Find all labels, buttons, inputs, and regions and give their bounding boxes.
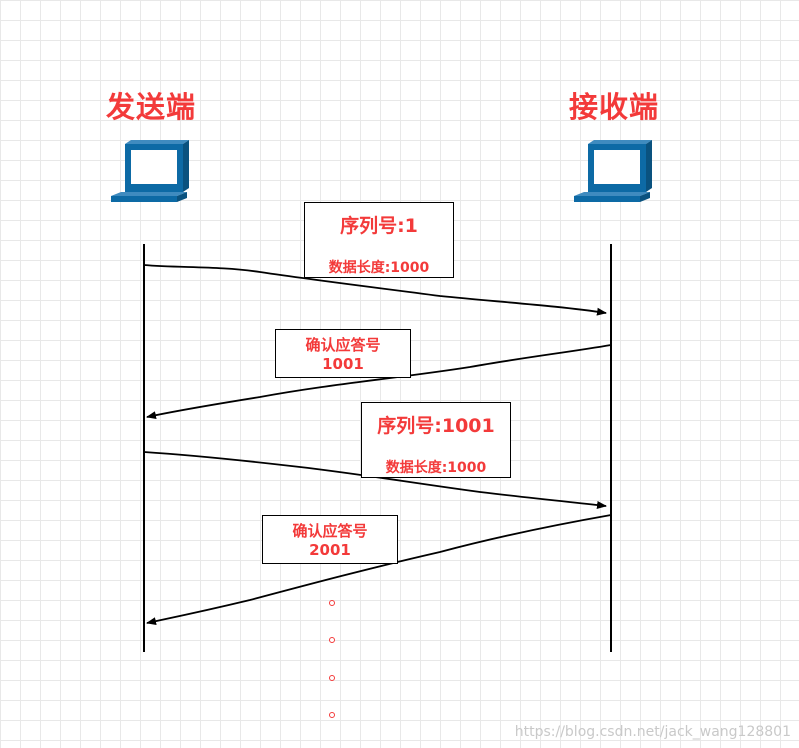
ack-label: 确认应答号	[292, 522, 368, 540]
continuation-dot	[329, 600, 335, 606]
sender-label: 发送端	[106, 90, 197, 124]
segment-data-length: 数据长度:1000	[385, 460, 487, 476]
segment-data-length: 数据长度:1000	[328, 260, 430, 276]
receiver-label: 接收端	[569, 90, 660, 124]
ack-number: 1001	[322, 355, 364, 373]
arrow-ack-2	[146, 514, 612, 626]
ack-label: 确认应答号	[305, 336, 381, 354]
segment-sequence-number: 序列号:1	[340, 215, 418, 237]
segment-box-1: 序列号:1 数据长度:1000	[304, 202, 454, 278]
computer-icon	[574, 140, 652, 202]
continuation-dot	[329, 712, 335, 718]
continuation-dot	[329, 675, 335, 681]
ack-box-2: 确认应答号 2001	[262, 515, 398, 564]
ack-number: 2001	[309, 541, 351, 559]
arrow-segment-1	[143, 264, 607, 316]
segment-sequence-number: 序列号:1001	[377, 415, 495, 437]
computer-icon	[111, 140, 189, 202]
sender-lifeline	[143, 244, 145, 652]
ack-box-1: 确认应答号 1001	[275, 329, 411, 378]
segment-box-2: 序列号:1001 数据长度:1000	[361, 402, 511, 478]
arrow-ack-1	[146, 344, 612, 420]
watermark: https://blog.csdn.net/jack_wang128801	[514, 724, 791, 740]
arrow-segment-2	[143, 451, 607, 509]
receiver-lifeline	[610, 244, 612, 652]
continuation-dot	[329, 637, 335, 643]
